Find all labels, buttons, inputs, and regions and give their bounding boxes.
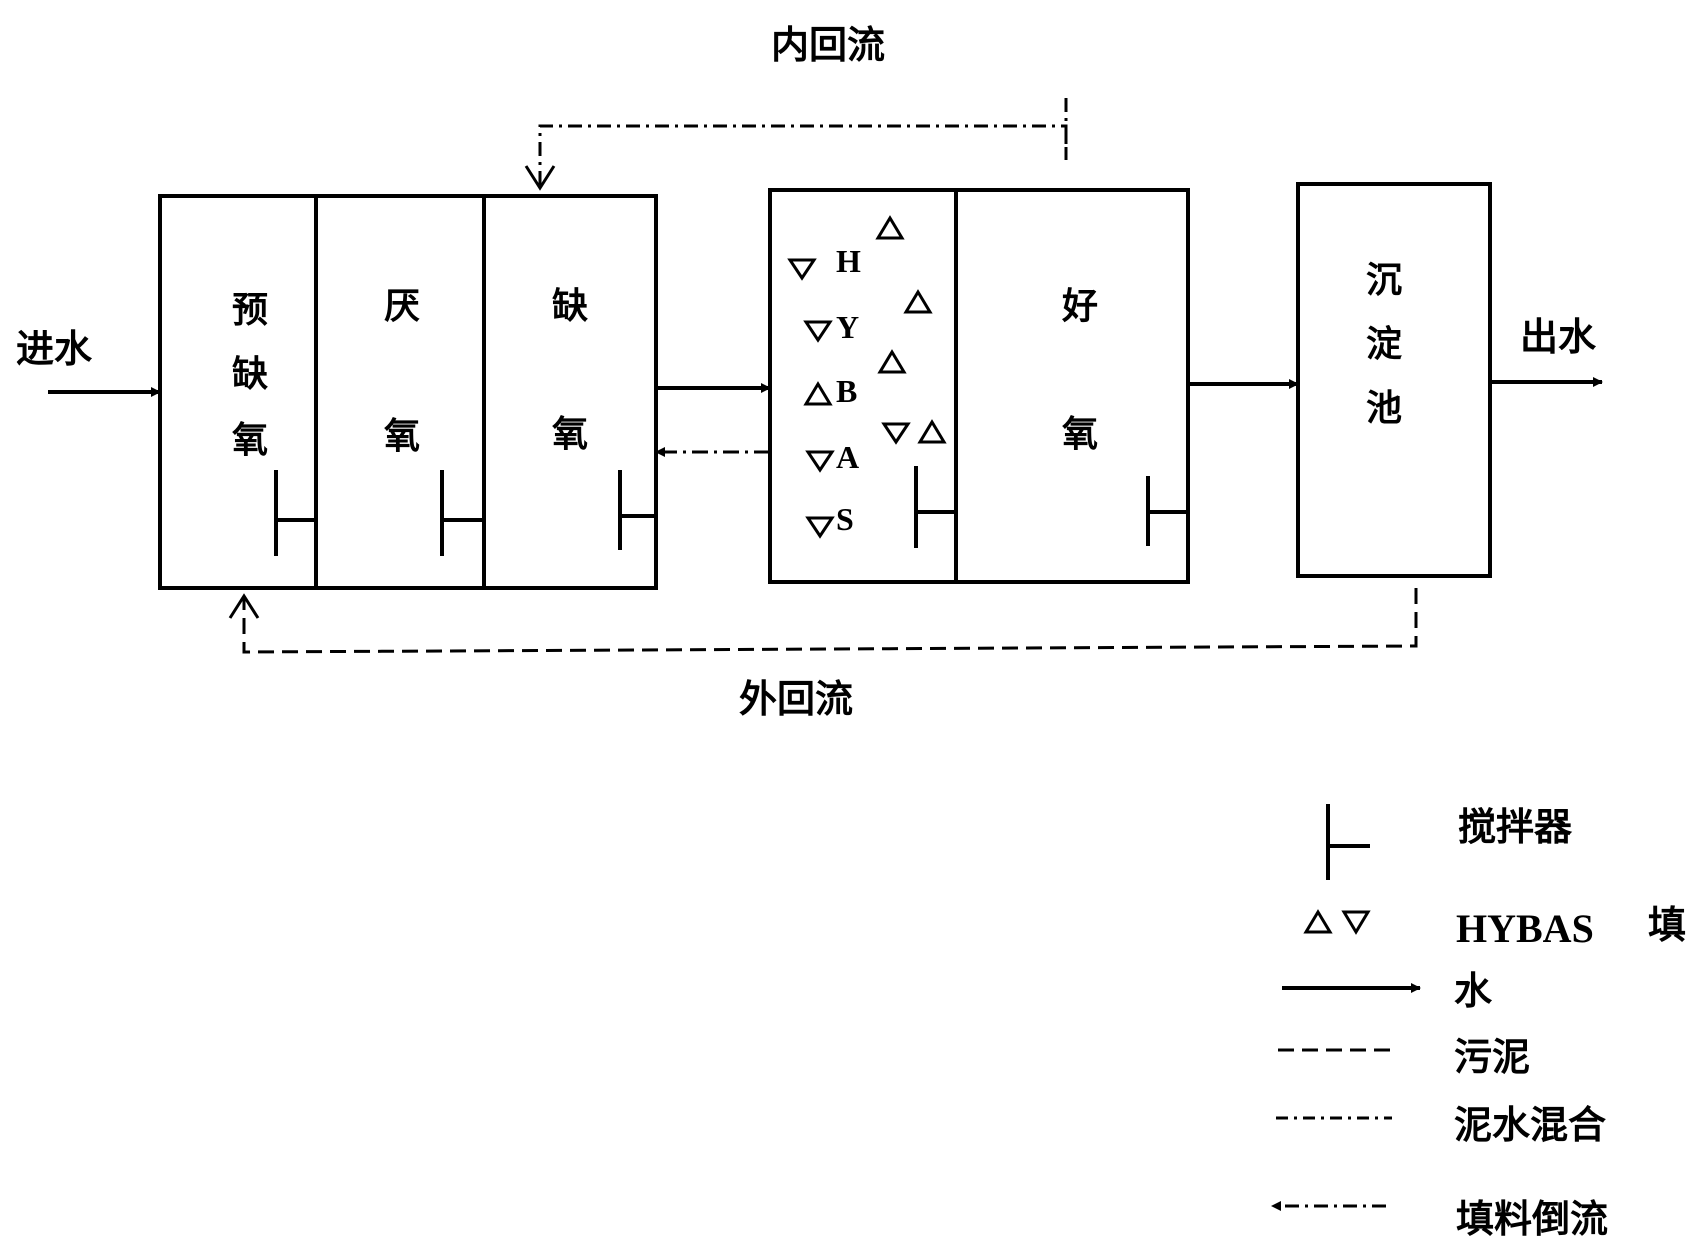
inner-return-label: 内回流 [771,23,885,67]
tank-char: 氧 [1062,414,1098,455]
legend-sludge-label: 污泥 [1454,1035,1530,1079]
tank-char: 缺 [232,354,268,395]
media-letter-column: H Y B A S [836,243,861,537]
triangle-down-icon [805,450,835,473]
tank-label-anaerobic: 厌 氧 [384,286,420,457]
mixer-icon [1146,476,1188,546]
mixer-icon [440,470,484,556]
legend-media-label: HYBAS [1456,906,1594,951]
triangle-up-icon [877,349,907,374]
triangle-up-icon [917,419,947,444]
media-letter: H [836,243,861,279]
mixer-icon [274,470,316,556]
media-letter: B [836,373,857,409]
tank-char: 氧 [232,420,268,461]
tank-char: 沉 [1366,260,1402,301]
tank-middle-outline [768,188,1190,584]
media-carriers [787,215,947,539]
settling-tank-outline [1296,182,1492,578]
media-letter: A [836,439,859,475]
legend-water-label: 水 [1454,969,1493,1013]
legend-triangle-down-icon [1341,910,1371,935]
tank-label-aerobic: 好 氧 [1061,286,1098,455]
triangle-down-icon [803,320,833,343]
legend-backflow-label: 填料倒流 [1456,1197,1608,1241]
legend-mixed-label: 泥水混合 [1454,1103,1606,1147]
inflow-label: 进水 [16,327,93,371]
inner-return-arrowhead [524,165,556,191]
legend-mixer-icon [1326,804,1370,880]
tank-char: 池 [1366,388,1402,429]
tank-char: 淀 [1366,324,1402,365]
outer-return-label: 外回流 [739,677,853,721]
outflow-label: 出水 [1520,315,1597,359]
media-letter: Y [836,309,859,345]
mixer-icon [618,470,656,550]
tank-char: 氧 [384,416,420,457]
triangle-down-icon [881,422,911,445]
triangle-up-icon [875,215,905,240]
tank-char: 好 [1061,286,1098,327]
outer-return-line [242,588,1418,654]
tank-char: 氧 [552,414,588,455]
triangle-down-icon [787,258,817,281]
legend-media-suffix: 填 [1648,903,1686,947]
inner-return-line [538,98,1068,188]
tank-char: 厌 [384,286,420,327]
triangle-down-icon [805,516,835,539]
legend: 搅拌器 HYBAS 填 水 污泥 泥水混合 填料倒流 [1271,804,1686,1241]
tank-label-anoxic: 缺 氧 [552,286,588,455]
outer-return-arrowhead [228,593,260,619]
mixer-icon [914,466,956,548]
legend-triangle-up-icon [1303,909,1333,934]
tank-char: 预 [232,290,268,331]
legend-mixer-label: 搅拌器 [1458,805,1573,849]
tank-group-middle [768,188,1190,584]
tank-label-pre-anoxic: 预 缺 氧 [232,290,268,461]
triangle-up-icon [803,381,833,406]
triangle-up-icon [903,289,933,314]
media-letter: S [836,501,854,537]
tank-char: 缺 [552,286,588,327]
tank-label-settling: 沉 淀 池 [1366,260,1402,429]
